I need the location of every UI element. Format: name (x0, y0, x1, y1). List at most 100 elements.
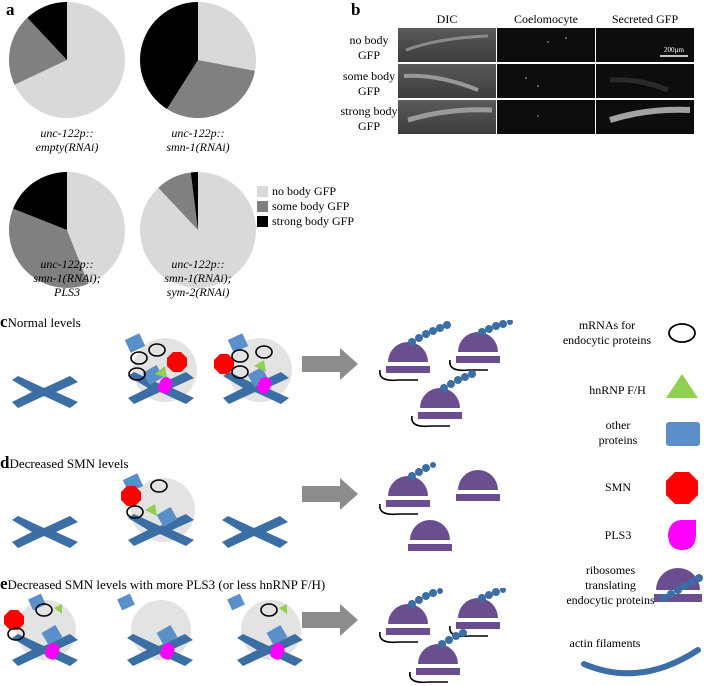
key-line: proteins (598, 433, 638, 447)
pls3-drop-icon (668, 520, 696, 550)
cell-dot (537, 115, 539, 117)
row-label-line: strong body (340, 104, 398, 118)
micrograph-dsred-no (497, 28, 595, 62)
smn-octagon-icon (666, 472, 698, 504)
pie-legend: no body GFP some body GFP strong body GF… (257, 184, 354, 229)
column-header-gfp: Secreted GFP (611, 12, 679, 26)
caption-line: unc-122p:: (40, 126, 94, 140)
row-label-line: GFP (357, 48, 380, 62)
key-mrnas-label: mRNAs for endocytic proteins (552, 318, 662, 348)
key-smn-label: SMN (604, 480, 631, 494)
caption-smn1-rnai: unc-122p:: smn-1(RNAi) (138, 126, 258, 154)
peptide-chain (408, 588, 506, 648)
ribosome-translating (411, 388, 462, 428)
pie-slice-strong-body-gfp (190, 172, 198, 230)
actin-filament-icon (581, 647, 701, 677)
pie-chart-smn1-pls3 (9, 172, 125, 288)
cell-dot (547, 41, 549, 43)
worm-shape (405, 34, 489, 52)
pie-slice-some-body-gfp (9, 17, 67, 85)
legend-item-no: no body GFP (257, 184, 354, 199)
pie-slice-strong-body-gfp (140, 2, 198, 109)
pie-slice-some-body-gfp (166, 60, 255, 118)
panel-d-title: Decreased SMN levels (9, 456, 129, 471)
protein-complex (117, 593, 193, 666)
pie-chart-empty-rnai (9, 2, 125, 119)
ribosome-translating (449, 598, 500, 638)
ribosome-translating (379, 476, 430, 516)
row-label-strong-body: strong body GFP (340, 104, 398, 134)
caption-line: smn-1(RNAi) (166, 140, 230, 154)
ribosome-icon (654, 568, 703, 602)
pie-slice-no-body-gfp (198, 2, 256, 71)
pie-slice-no-body-gfp (14, 2, 125, 119)
key-other-label: other proteins (588, 418, 648, 448)
mrna-icon (668, 323, 696, 343)
peptide-chain (408, 320, 513, 392)
worm-shape (407, 107, 493, 123)
row-label-line: some body (342, 69, 396, 83)
caption-smn1-pls3: unc-122p:: smn-1(RNAi); PLS3 (7, 257, 127, 299)
key-pls3-label: PLS3 (604, 528, 632, 542)
caption-line: smn-1(RNAi); (164, 271, 232, 285)
caption-line: smn-1(RNAi); (33, 271, 101, 285)
micrograph-dsred-strong (497, 100, 595, 134)
caption-empty-rnai: unc-122p:: empty(RNAi) (7, 126, 127, 154)
caption-smn1-sym2: unc-122p:: smn-1(RNAi); sym-2(RNAi) (138, 257, 258, 299)
actin-filament (12, 376, 78, 408)
worm-glow (609, 77, 669, 93)
row-label-some-body: some body GFP (340, 69, 398, 99)
key-line: endocytic proteins (566, 593, 655, 607)
panel-c-header: c Normal levels (0, 312, 81, 332)
protein-complex (227, 593, 303, 666)
caption-line: PLS3 (53, 285, 80, 299)
panel-d-letter: d (0, 453, 10, 472)
worm-glow (609, 106, 691, 123)
key-line: other (605, 418, 631, 432)
protein-complex (121, 473, 195, 546)
pie-chart-smn1-rnai (140, 2, 256, 118)
panel-d-diagram (12, 462, 500, 551)
legend-item-strong: strong body GFP (257, 214, 354, 229)
panel-e-header: e Decreased SMN levels with more PLS3 (o… (0, 574, 325, 594)
micrograph-dic-no (398, 28, 496, 62)
key-hnrnp-label: hnRNP F/H (589, 383, 646, 397)
caption-line: unc-122p:: (171, 126, 225, 140)
other-protein-icon (666, 422, 700, 446)
key-line: translating (585, 578, 636, 592)
peptide-chain (408, 462, 436, 480)
caption-line: unc-122p:: (171, 257, 225, 271)
legend-swatch (257, 216, 268, 227)
row-label-no-body: no body GFP (340, 33, 398, 63)
key-line: ribosomes (585, 563, 636, 577)
row-label-line: GFP (357, 84, 380, 98)
panel-d-header: d Decreased SMN levels (0, 453, 129, 473)
micrograph-dsred-some (497, 64, 595, 98)
panel-e-diagram (4, 588, 506, 684)
protein-complex (4, 593, 78, 666)
caption-line: empty(RNAi) (35, 140, 99, 154)
pie-chart-smn1-sym2 (140, 172, 256, 288)
key-ribosome-label: ribosomes translating endocytic proteins (558, 563, 663, 608)
micrograph-gfp-no (596, 28, 694, 62)
panel-b-letter: b (351, 0, 361, 19)
cell-dot (537, 85, 539, 87)
worm-shape (403, 73, 479, 92)
arrow-icon (302, 348, 358, 380)
row-label-line: GFP (357, 119, 380, 133)
pie-slice-no-body-gfp (67, 172, 125, 284)
arrow-icon (302, 478, 358, 510)
key-actin-label: actin filaments (569, 636, 641, 650)
pie-slice-some-body-gfp (158, 172, 198, 230)
arrow-icon (302, 604, 358, 636)
panel-c-diagram (12, 320, 513, 428)
pie-charts (9, 2, 256, 288)
legend-swatch (257, 186, 268, 197)
micrograph-grid: 200µm (398, 28, 694, 134)
panel-c-title: Normal levels (7, 315, 81, 330)
column-header-dic: DIC (436, 12, 458, 26)
cell-dot (525, 77, 527, 79)
ribosome-translating (409, 644, 460, 684)
ribosome-translating (379, 604, 430, 644)
legend-label: strong body GFP (272, 214, 355, 228)
